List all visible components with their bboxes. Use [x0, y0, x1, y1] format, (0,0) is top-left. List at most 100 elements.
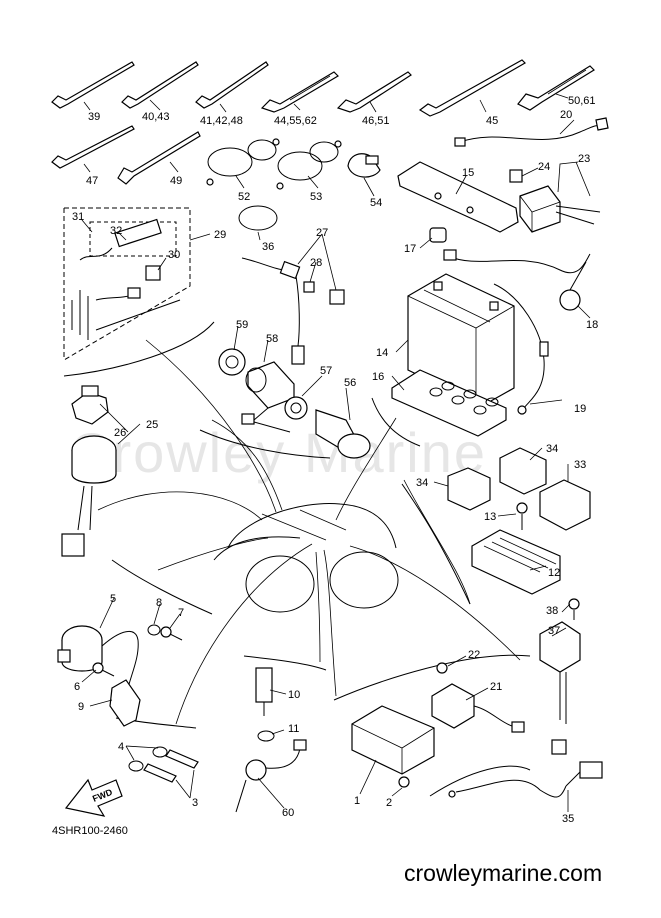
cable-tie-46-51	[336, 71, 412, 113]
website-link[interactable]: crowleymarine.com	[404, 860, 602, 886]
label-29: 29	[214, 229, 226, 241]
bolt-6	[92, 662, 115, 677]
label-56: 56	[344, 377, 356, 389]
label-6: 6	[74, 681, 80, 693]
label-41-42-48: 41,42,48	[200, 115, 243, 127]
relay-33	[539, 479, 591, 531]
wire-ring-52	[206, 138, 280, 186]
label-46-51: 46,51	[362, 115, 390, 127]
bolt-7	[160, 626, 183, 641]
label-34-top: 34	[546, 443, 558, 455]
label-44-55-62: 44,55,62	[274, 115, 317, 127]
label-40-43: 40,43	[142, 111, 170, 123]
label-32: 32	[110, 225, 122, 237]
rubber-nut-17	[429, 227, 447, 243]
sensor-21	[431, 683, 525, 733]
label-50-61: 50,61	[568, 95, 596, 107]
label-34-left: 34	[416, 477, 428, 489]
battery-band-16	[391, 369, 507, 437]
diagram-code: 4SHR100-2460	[52, 825, 128, 837]
label-26: 26	[114, 427, 126, 439]
label-38: 38	[546, 605, 558, 617]
label-13: 13	[484, 511, 496, 523]
bolt-22	[436, 662, 448, 674]
switch-10	[255, 667, 273, 716]
bracket-15	[397, 161, 519, 233]
battery-14	[407, 273, 515, 407]
wire-harness-35	[448, 761, 603, 798]
relay-34b	[499, 447, 547, 495]
label-27: 27	[316, 227, 328, 239]
label-33: 33	[574, 459, 586, 471]
label-37: 37	[548, 625, 560, 637]
sensor-27	[241, 257, 345, 365]
label-18: 18	[586, 319, 598, 331]
battery-lead-19	[493, 283, 549, 415]
nut-57	[284, 396, 308, 420]
wire-lead-20	[454, 117, 609, 147]
label-58: 58	[266, 333, 278, 345]
label-36: 36	[262, 241, 274, 253]
sensor-60	[235, 739, 307, 813]
vehicle-outline	[213, 502, 399, 613]
label-60: 60	[282, 807, 294, 819]
label-16: 16	[372, 371, 384, 383]
label-2: 2	[386, 797, 392, 809]
label-9: 9	[78, 701, 84, 713]
bolt-13	[516, 502, 528, 530]
label-23: 23	[578, 153, 590, 165]
label-7: 7	[178, 607, 184, 619]
label-54: 54	[370, 197, 382, 209]
cable-tie-50-61	[517, 65, 595, 111]
fwd-arrow: FWD	[64, 778, 123, 817]
cable-tie-39	[51, 61, 135, 109]
gasket-4	[128, 746, 168, 772]
o-ring-36	[238, 205, 278, 231]
label-52: 52	[238, 191, 250, 203]
label-20: 20	[560, 109, 572, 121]
plug-cap-9	[109, 679, 141, 727]
battery-lead-18	[443, 249, 591, 311]
label-22: 22	[468, 649, 480, 661]
label-45: 45	[486, 115, 498, 127]
label-31: 31	[72, 211, 84, 223]
cap-28	[303, 281, 315, 293]
bolt-2	[398, 776, 410, 788]
label-1: 1	[354, 795, 360, 807]
cable-tie-45	[418, 59, 526, 117]
label-57: 57	[320, 365, 332, 377]
clamp-54	[347, 153, 381, 178]
spark-plug-3	[143, 749, 199, 783]
label-49: 49	[170, 175, 182, 187]
grommet-59	[218, 348, 246, 376]
label-12: 12	[548, 567, 560, 579]
washer-8	[147, 624, 161, 636]
label-24: 24	[538, 161, 550, 173]
rectifier-12	[471, 529, 561, 595]
label-19: 19	[574, 403, 586, 415]
label-28: 28	[310, 257, 322, 269]
label-35: 35	[562, 813, 574, 825]
label-53: 53	[310, 191, 322, 203]
part-labels: 39 40,43 41,42,48 44,55,62 46,51 45 50,6…	[72, 95, 598, 825]
label-10: 10	[288, 689, 300, 701]
kit-box-29	[63, 207, 191, 361]
connector-24	[509, 169, 523, 183]
cdi-unit-1	[351, 705, 435, 775]
label-15: 15	[462, 167, 474, 179]
cable-tie-47	[51, 125, 135, 169]
label-4: 4	[118, 741, 124, 753]
main-switch-25	[61, 435, 117, 557]
bolt-38	[568, 598, 580, 620]
label-59: 59	[236, 319, 248, 331]
cable-tie-49	[117, 131, 201, 185]
label-17: 17	[404, 243, 416, 255]
label-14: 14	[376, 347, 388, 359]
key-26	[71, 385, 109, 425]
socket-58	[241, 361, 295, 433]
label-5: 5	[110, 593, 116, 605]
label-47: 47	[86, 175, 98, 187]
relay-23	[519, 185, 601, 233]
